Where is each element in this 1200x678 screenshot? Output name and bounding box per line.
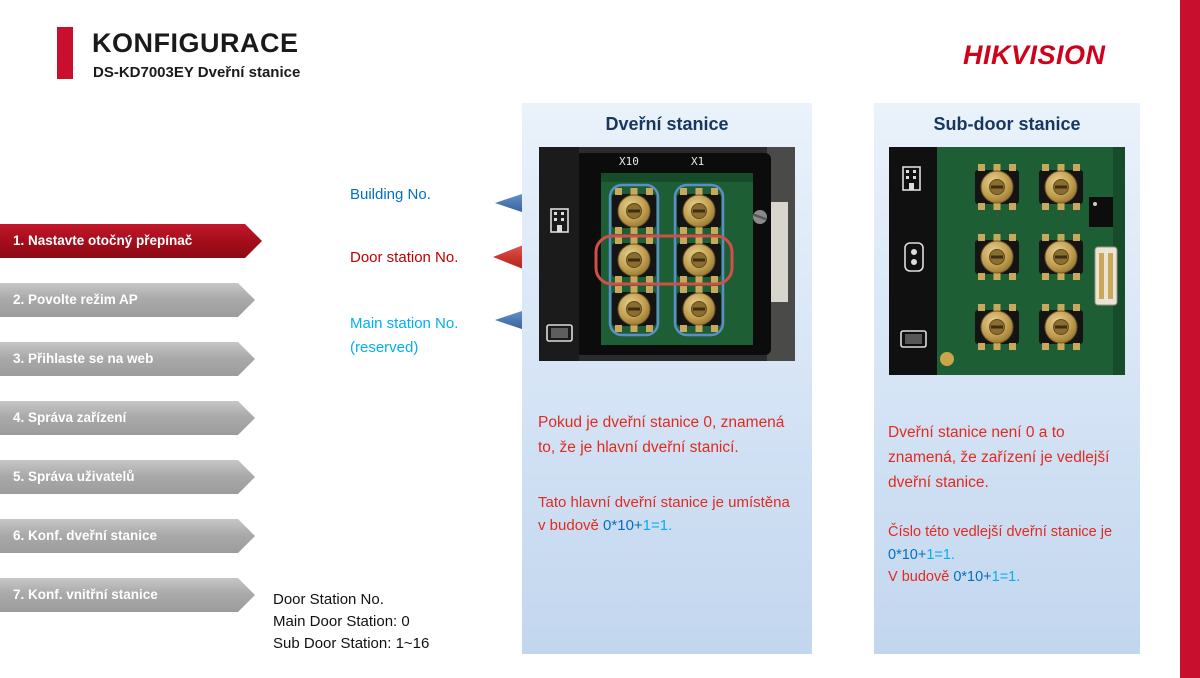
building-no-highlight-box bbox=[608, 183, 660, 337]
step-item-7: 7. Konf. vnitřní stanice bbox=[0, 578, 255, 612]
step-item-4: 4. Správa zařízení bbox=[0, 401, 255, 435]
doorbell-icon bbox=[904, 242, 924, 272]
right-red-bar bbox=[1180, 0, 1200, 678]
rotary-switch-photo-sub bbox=[889, 147, 1125, 375]
sub-panel-note: Číslo této vedlejší dveřní stanice je 0*… bbox=[888, 521, 1126, 588]
main-door-station-panel: Dveřní stanice bbox=[522, 103, 812, 654]
main-station-no-line2: (reserved) bbox=[350, 339, 419, 356]
step-item-2: 2. Povolte režim AP bbox=[0, 283, 255, 317]
rotary-switch-photo-main: X10 X1 bbox=[539, 147, 795, 361]
rotary-switch-image-sub bbox=[889, 147, 1125, 375]
main-note-text: Tato hlavní dveřní stanice je umístěna v… bbox=[538, 493, 790, 534]
door-station-numbering-note: Door Station No. Main Door Station: 0 Su… bbox=[273, 589, 429, 654]
building-no-label: Building No. bbox=[350, 186, 431, 203]
sub-note1-text: Číslo této vedlejší dveřní stanice je bbox=[888, 524, 1113, 541]
sub-panel-title: Sub-door stanice bbox=[933, 114, 1081, 134]
sub-note2-text: V budově bbox=[888, 569, 954, 586]
title-accent-bar bbox=[57, 27, 73, 79]
main-panel-title: Dveřní stanice bbox=[605, 114, 729, 134]
main-note-formula-blue: 0*10+ bbox=[603, 516, 643, 534]
door-station-highlight-box bbox=[594, 234, 734, 286]
note-line-3: Sub Door Station: 1~16 bbox=[273, 634, 430, 652]
sub-door-station-panel: Sub-door stanice bbox=[874, 103, 1140, 654]
main-station-no-label: Main station No. (reserved) bbox=[350, 312, 458, 360]
sub-note1-formula-cyan: 1=1. bbox=[926, 546, 955, 563]
step-item-3: 3. Přihlaste se na web bbox=[0, 342, 255, 376]
station-no-highlight-box bbox=[673, 183, 725, 337]
monitor-icon bbox=[900, 330, 927, 348]
rotary-switch-image-main bbox=[539, 147, 795, 361]
building-icon bbox=[902, 166, 921, 191]
sub-note2-formula-cyan: 1=1. bbox=[991, 569, 1021, 586]
note-line-1: Door Station No. bbox=[273, 591, 384, 608]
main-note-formula-cyan: 1=1. bbox=[642, 516, 673, 534]
main-panel-note: Tato hlavní dveřní stanice je umístěna v… bbox=[538, 491, 796, 538]
building-icon bbox=[550, 208, 569, 233]
sub-note1-formula-blue: 0*10+ bbox=[888, 546, 927, 563]
step-item-1: 1. Nastavte otočný přepínač bbox=[0, 224, 262, 258]
hikvision-logo: HIKVISION bbox=[963, 40, 1106, 70]
step-item-6: 6. Konf. dveřní stanice bbox=[0, 519, 255, 553]
monitor-icon bbox=[546, 324, 573, 342]
sub-note2-formula-blue: 0*10+ bbox=[953, 569, 992, 586]
page-title: KONFIGURACE bbox=[92, 28, 299, 58]
note-line-2: Main Door Station: 0 bbox=[273, 612, 410, 630]
switch-column-label-x10: X10 bbox=[619, 155, 639, 168]
door-station-no-label: Door station No. bbox=[350, 249, 459, 266]
step-item-5: 5. Správa uživatelů bbox=[0, 460, 255, 494]
main-panel-paragraph: Pokud je dveřní stanice 0, znamená to, ž… bbox=[538, 414, 785, 456]
switch-column-label-x1: X1 bbox=[691, 155, 705, 168]
main-station-no-line1: Main station No. bbox=[350, 315, 459, 332]
page-subtitle: DS-KD7003EY Dveřní stanice bbox=[93, 64, 301, 81]
step-list: 1. Nastavte otočný přepínač 2. Povolte r… bbox=[0, 224, 262, 637]
sub-panel-paragraph: Dveřní stanice není 0 a to znamená, že z… bbox=[888, 424, 1110, 491]
